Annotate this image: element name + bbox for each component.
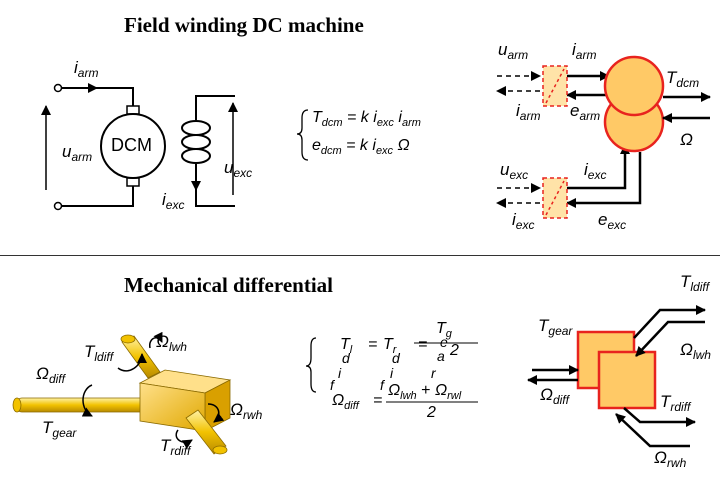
emr-label-i-arm-bottom: iarm [516, 101, 541, 123]
dc-machine-circuit [41, 83, 238, 211]
diff-eq-frag-i2: i [390, 365, 394, 381]
diff-eq-row4-denominator: 2 [427, 404, 436, 421]
T-ldiff-arrow [117, 353, 147, 372]
emr-diff-square-front [597, 350, 657, 410]
emr-label-omega-diff: Ωdiff [540, 385, 569, 407]
emr-label-T-dcm: Tdcm [666, 68, 700, 90]
emr-label-omega-lwh: Ωlwh [680, 340, 711, 362]
label-i-exc-circuit: iexc [162, 190, 185, 212]
emr-excitation-diagonal [545, 180, 565, 216]
diff-eq-frag-a: a [437, 348, 445, 364]
label-omega-diff-3d: Ωdiff [36, 364, 65, 386]
diff-eq-row4-numerator: Ωlwh + Ωrwl [388, 382, 462, 402]
label-omega-lwh-3d: Ωlwh [156, 332, 187, 354]
armature-wire-bottom [62, 182, 134, 207]
equation-brace-dcm [296, 109, 309, 161]
motor-label: DCM [111, 135, 152, 155]
section-separator [0, 255, 720, 256]
diff-eq-row1-frac-num: Tg [436, 320, 452, 340]
diff-eq-row4-lhs: Ωdiff [332, 392, 359, 412]
emr-i-exc-forward [567, 144, 630, 190]
diff-eq-frag-d1: d [342, 350, 350, 366]
right-wheel-shaft [185, 409, 227, 455]
gear-shaft [15, 397, 147, 413]
diff-eq-frag-f1: f [330, 377, 334, 393]
emr-e-exc-back [566, 152, 642, 208]
label-T-gear-3d: Tgear [42, 418, 77, 440]
label-u-arm-circuit: uarm [62, 142, 93, 164]
section-title-dc-machine: Field winding DC machine [124, 13, 364, 37]
emr-label-e-arm: earm [570, 101, 601, 123]
omega-diff-arrow [81, 384, 93, 417]
differential-3d [12, 331, 232, 455]
terminal-bottom [53, 201, 63, 211]
diff-eq-row1-Tr: Tr [383, 336, 397, 356]
emr-label-e-exc: eexc [598, 210, 627, 232]
diff-eq-row4-eq: = [373, 392, 383, 409]
diff-eq-frag-r: r [431, 365, 436, 381]
field-wire-bottom [195, 190, 235, 207]
section-title-differential: Mechanical differential [124, 273, 333, 297]
emr-T-rdiff-arrow [623, 407, 696, 427]
brush-top [126, 105, 140, 115]
equation-brace-diff [305, 337, 317, 393]
diff-eq-row1-eq1: = [368, 336, 378, 353]
emr-armature-diagonal [545, 68, 565, 104]
emr-T-ldiff-arrow [633, 305, 706, 339]
field-coil [181, 120, 211, 164]
emr-label-T-rdiff: Trdiff [660, 392, 691, 414]
label-u-exc-circuit: uexc [224, 158, 253, 180]
emr-label-omega-rwh: Ωrwh [654, 448, 687, 470]
emr-label-u-arm: uarm [498, 40, 529, 62]
diff-eq-frag-e: e [440, 334, 448, 350]
diff-eq-row1-frac-den: 2 [450, 342, 459, 359]
emr-conversion-circle-top [603, 55, 665, 117]
label-T-rdiff-3d: Trdiff [160, 436, 191, 458]
T-rdiff-arrow [175, 429, 193, 449]
emr-omega-lwh-arrow [635, 320, 705, 357]
equation-emf: edcm = k iexc Ω [312, 137, 410, 157]
omega-rwh-arrow [207, 403, 225, 423]
emr-excitation-source-box [542, 177, 568, 219]
terminal-top [53, 83, 63, 93]
diff-eq-frag-i1: i [338, 365, 342, 381]
label-T-ldiff-3d: Tldiff [84, 342, 114, 364]
diff-eq-row1-eq2: = [418, 336, 428, 353]
diff-eq-row1-Tl: Tl [340, 336, 353, 356]
label-omega-rwh-3d: Ωrwh [230, 400, 263, 422]
emr-label-omega: Ω [680, 130, 693, 149]
emr-label-i-exc-top: iexc [584, 160, 607, 182]
emr-differential [527, 305, 706, 448]
motor-circle [100, 113, 166, 179]
field-wire-top [195, 95, 235, 120]
armature-wire-top [62, 87, 134, 110]
diff-eq-frag-f2: f [380, 377, 384, 393]
emr-label-i-exc-bottom: iexc [512, 210, 535, 232]
emr-omega-rwh-arrow [615, 413, 690, 448]
emr-label-T-ldiff: Tldiff [680, 272, 710, 294]
brush-bottom [126, 177, 140, 187]
label-i-arm-circuit: iarm [74, 58, 99, 80]
emr-label-i-arm-top: iarm [572, 40, 597, 62]
emr-dc-machine [496, 55, 711, 219]
equation-torque: Tdcm = k iexc iarm [312, 109, 421, 129]
diff-eq-frag-d2: d [392, 350, 400, 366]
omega-lwh-arrow [149, 331, 163, 349]
emr-label-T-gear: Tgear [538, 316, 573, 338]
emr-label-u-exc: uexc [500, 160, 529, 182]
